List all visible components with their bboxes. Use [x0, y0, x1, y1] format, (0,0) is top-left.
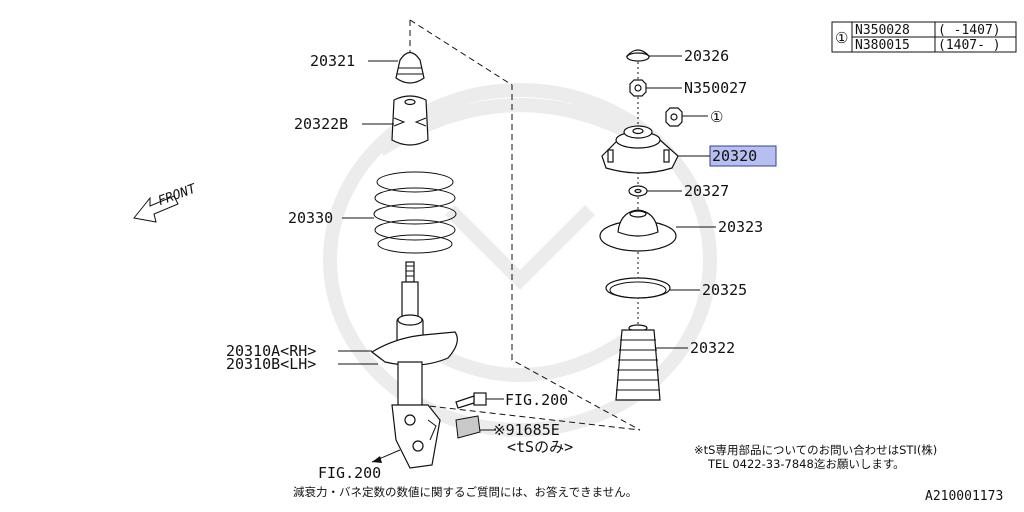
- arrow-head-fig200-bottom: [372, 456, 382, 463]
- front-arrow-icon: [133, 195, 179, 223]
- legend-row-1-range: ( -1407): [938, 23, 1001, 38]
- legend-table: ① N350028 ( -1407) N380015 (1407- ): [831, 21, 1017, 53]
- note-sti-line2: TEL 0422-33-7848迄お願いします。: [707, 457, 905, 471]
- strut-assembly-20310[interactable]: [370, 261, 458, 469]
- label-20327: 20327: [684, 182, 729, 200]
- legend-row-1-part: N350028: [855, 23, 910, 38]
- assembly-outline-bottom: [419, 404, 641, 431]
- label-20310A: 20310A<RH>: [226, 342, 316, 360]
- bolt[interactable]: [455, 392, 487, 409]
- label-20310B: 20310B<LH>: [226, 355, 316, 373]
- label-91685E: ※91685E: [493, 421, 560, 439]
- upper-mount-20320[interactable]: [601, 125, 679, 174]
- bump-stop-20321[interactable]: [395, 51, 425, 84]
- dust-boot-20322[interactable]: [615, 324, 661, 401]
- sticker-91685E[interactable]: [455, 415, 481, 439]
- label-20323: 20323: [718, 218, 763, 236]
- rubber-seat-20325[interactable]: [605, 277, 671, 299]
- legend-row-2-range: (1407- ): [938, 38, 1001, 53]
- legend-marker: ①: [835, 29, 848, 47]
- cap-20326[interactable]: [625, 49, 651, 62]
- note-sti-line1: ※tS専用部品についてのお問い合わせはSTI(株): [694, 443, 937, 457]
- nut-marker-1[interactable]: [665, 107, 683, 127]
- label-20325: 20325: [702, 281, 747, 299]
- note-damping: 減衰力・バネ定数の数値に関するご質問には、お答えできません。: [293, 485, 637, 499]
- ref-fig200-right[interactable]: FIG.200: [505, 391, 568, 409]
- washer-20327[interactable]: [628, 185, 648, 197]
- label-front: FRONT: [156, 181, 199, 209]
- cover-20322B[interactable]: [391, 95, 429, 146]
- legend-row-2-part: N380015: [855, 38, 910, 53]
- ref-fig200-bottom[interactable]: FIG.200: [318, 464, 381, 482]
- spring-seat-20323[interactable]: [599, 209, 677, 252]
- label-20322: 20322: [690, 339, 735, 357]
- figure-id: A210001173: [925, 489, 1003, 504]
- label-91685E-note: <tSのみ>: [507, 438, 573, 456]
- label-20322B: 20322B: [294, 115, 348, 133]
- label-20320: 20320: [712, 147, 757, 165]
- label-20326: 20326: [684, 47, 729, 65]
- label-N350027: N350027: [684, 79, 747, 97]
- label-20321: 20321: [310, 52, 355, 70]
- nut-N350027[interactable]: [629, 79, 647, 97]
- label-20330: 20330: [288, 209, 333, 227]
- coil-spring-20330[interactable]: [373, 171, 457, 254]
- label-marker-1: ①: [710, 108, 723, 126]
- assembly-outline: [409, 19, 641, 431]
